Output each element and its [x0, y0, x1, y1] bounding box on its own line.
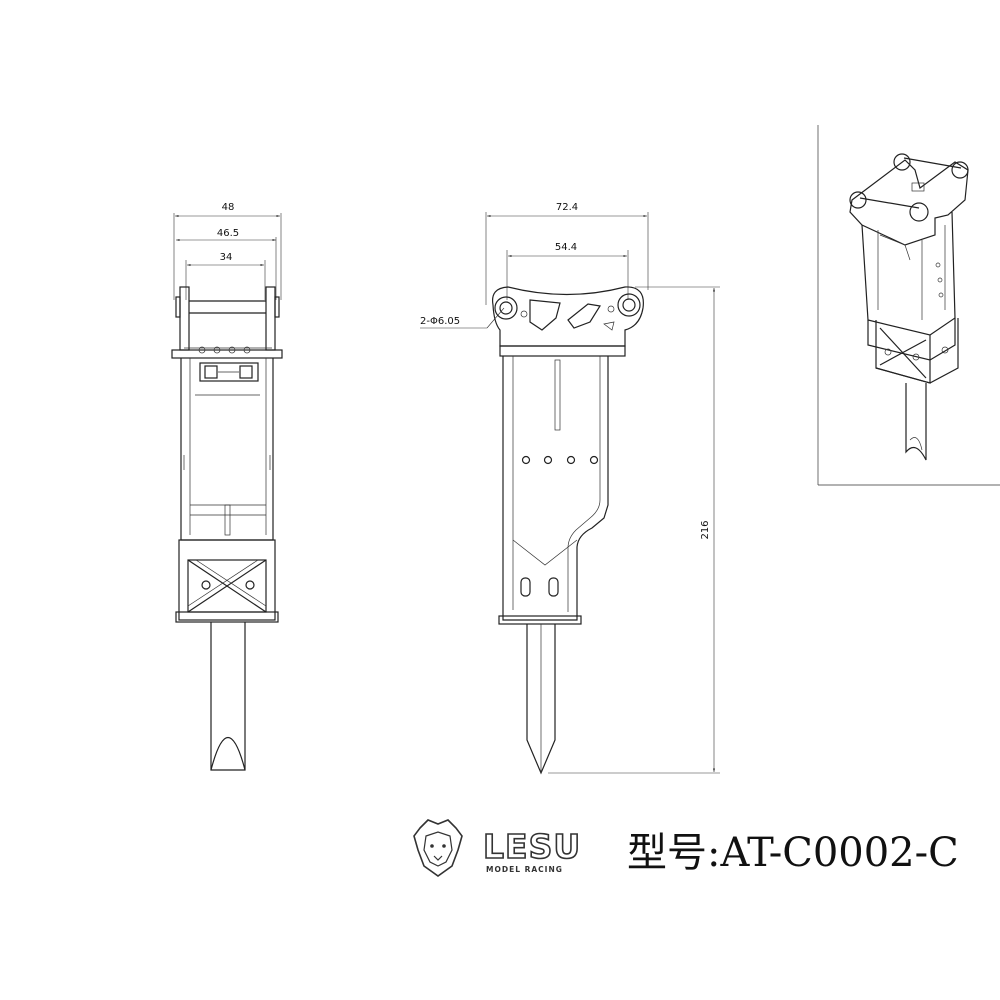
side-dimension-72-4: 72.4 [485, 202, 649, 305]
iso-head [849, 153, 969, 246]
front-view: 48 46.5 34 [171, 202, 283, 771]
side-view: 72.4 54.4 2-Φ6.05 216 [420, 202, 720, 775]
brand-name: LESU [483, 827, 581, 866]
side-dimension-54-4: 54.4 [506, 242, 629, 300]
side-dimension-54-4-label: 54.4 [555, 242, 577, 253]
front-chisel [210, 622, 246, 771]
front-lower-box [175, 539, 279, 623]
front-dimension-46-5-label: 46.5 [217, 228, 239, 239]
front-body [180, 358, 274, 541]
lion-logo-icon [413, 819, 463, 877]
front-dimension-48-label: 48 [222, 202, 235, 213]
front-top-bracket [171, 286, 283, 359]
front-dimension-46-5: 46.5 [176, 228, 277, 300]
front-dimension-34-label: 34 [220, 252, 233, 263]
side-dimension-216-label: 216 [700, 520, 711, 539]
iso-chisel [905, 383, 927, 461]
side-dimension-72-4-label: 72.4 [556, 202, 578, 213]
model-number: 型号:AT-C0002-C [627, 830, 959, 876]
hole-callout-label: 2-Φ6.05 [420, 316, 460, 327]
side-body [498, 356, 609, 625]
side-dimension-216: 216 [548, 286, 720, 774]
iso-lower-box [875, 318, 959, 384]
side-top-head [491, 286, 644, 357]
side-chisel [526, 624, 556, 775]
isometric-inset [817, 125, 1000, 486]
hole-callout: 2-Φ6.05 [420, 307, 505, 329]
front-dimension-48: 48 [173, 202, 282, 300]
brand-subtitle: MODEL RACING [486, 865, 563, 874]
front-dimension-34: 34 [185, 252, 266, 300]
